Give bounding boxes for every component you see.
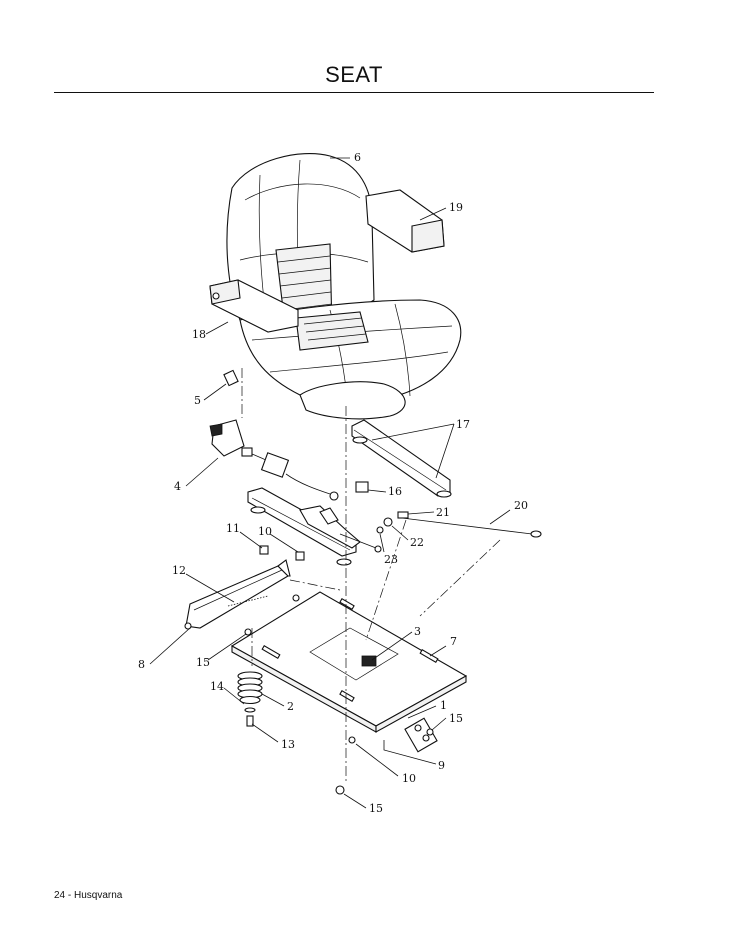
part-8-bracket: [184, 559, 291, 630]
callout-8: 8: [138, 658, 145, 671]
callout-7: 7: [450, 635, 457, 648]
callout-23: 23: [384, 553, 398, 566]
title-rule: [54, 92, 654, 93]
callout-10: 10: [258, 525, 272, 538]
callout-15-right: 15: [449, 712, 463, 725]
page-title: SEAT: [325, 62, 383, 87]
seat-assembly: [209, 153, 462, 420]
part-17-slide-rails: [247, 419, 452, 566]
callout-10-bottom: 10: [402, 772, 416, 785]
callout-18: 18: [192, 328, 206, 341]
page-footer: 24 - Husqvarna: [54, 890, 123, 901]
callout-4: 4: [174, 480, 181, 493]
part-4-seat-switch: [209, 419, 339, 501]
callout-6: 6: [354, 151, 361, 164]
part-5-knob: [223, 369, 239, 387]
callout-13: 13: [281, 738, 295, 751]
callout-15-bottom: 15: [369, 802, 383, 815]
part-2-spring: [237, 671, 263, 727]
callout-15-left: 15: [196, 656, 210, 669]
callout-17: 17: [456, 418, 470, 431]
callout-19: 19: [449, 201, 463, 214]
part-11-10-nuts: [259, 545, 305, 561]
callout-22: 22: [410, 536, 424, 549]
nuts-15: [244, 594, 434, 795]
callout-1: 1: [440, 699, 447, 712]
leader-lines: [149, 157, 511, 809]
callout-5: 5: [194, 394, 201, 407]
callout-9: 9: [438, 759, 445, 772]
callout-3: 3: [414, 625, 421, 638]
callout-12: 12: [172, 564, 186, 577]
small-hardware: [355, 481, 542, 538]
callout-labels: 6 19 18 5 17 4 16 21 20 22 23 11 10 12 3…: [138, 151, 528, 815]
callout-11: 11: [226, 522, 240, 535]
callout-20: 20: [514, 499, 528, 512]
center-lines: [241, 368, 501, 784]
part-7-base-plate: [230, 591, 468, 753]
callout-2: 2: [287, 700, 294, 713]
callout-16: 16: [388, 485, 402, 498]
callout-14: 14: [210, 680, 224, 693]
callout-21: 21: [436, 506, 450, 519]
